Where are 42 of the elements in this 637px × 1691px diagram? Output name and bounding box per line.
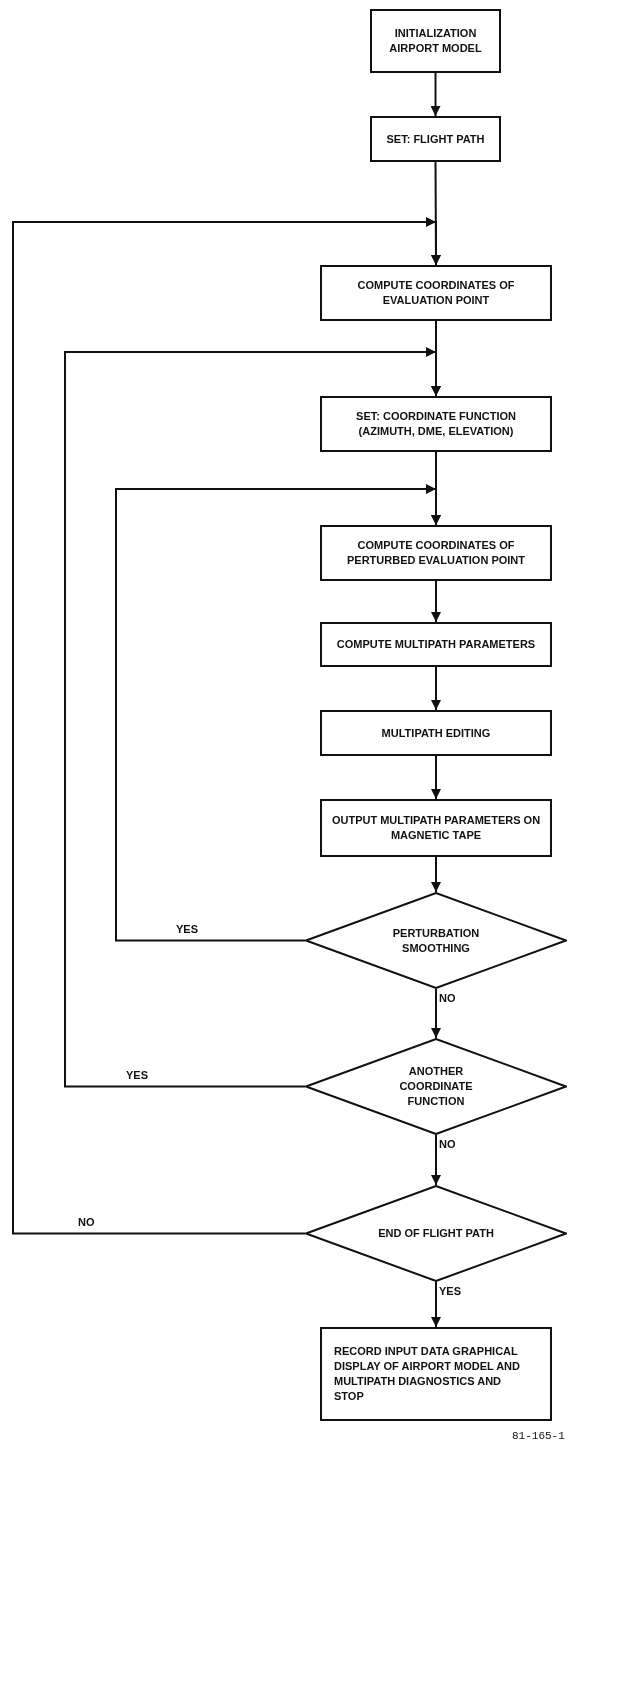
edge-label: YES: [126, 1069, 148, 1081]
arrow: [431, 666, 441, 711]
node-text: ANOTHER COORDINATE FUNCTION: [398, 1064, 474, 1109]
edge-label: YES: [439, 1285, 461, 1297]
edge-label: YES: [176, 923, 198, 935]
arrow: [431, 1134, 441, 1186]
process-box: [320, 396, 552, 452]
process-box: [370, 116, 501, 162]
node-text: END OF FLIGHT PATH: [377, 1226, 495, 1241]
process-box: [370, 9, 501, 73]
decision-diamond: [305, 1185, 567, 1282]
node-text: OUTPUT MULTIPATH PARAMETERS ON MAGNETIC TAPE: [330, 813, 542, 843]
node-text: INITIALIZATION AIRPORT MODEL: [388, 26, 483, 56]
arrow: [431, 755, 441, 800]
edge-label: NO: [78, 1216, 95, 1228]
edge-label: NO: [439, 992, 456, 1004]
node-text: SET: COORDINATE FUNCTION (AZIMUTH, DME, ELEVATION): [355, 409, 517, 439]
figure-number: 81-165-1: [512, 1430, 565, 1442]
arrow: [431, 988, 441, 1039]
arrow: [431, 1281, 441, 1328]
decision-diamond: [305, 892, 567, 989]
process-box: [320, 799, 552, 857]
arrow: [115, 484, 441, 942]
node-text: COMPUTE COORDINATES OF PERTURBED EVALUATION POINT: [345, 538, 526, 568]
node-text: COMPUTE MULTIPATH PARAMETERS: [335, 637, 537, 652]
process-box: [320, 710, 552, 756]
node-text: RECORD INPUT DATA GRAPHICAL DISPLAY OF AIRPORT MODEL AND MULTIPATH DIAGNOSTICS AND STOP: [333, 1344, 521, 1404]
node-text: COMPUTE COORDINATES OF EVALUATION POINT: [356, 278, 516, 308]
arrow: [430, 72, 441, 117]
decision-diamond: [305, 1038, 567, 1135]
node-text: PERTURBATION SMOOTHING: [391, 925, 481, 956]
arrow: [64, 347, 441, 1088]
process-box: [320, 622, 552, 667]
arrow: [431, 580, 441, 623]
edge-label: NO: [439, 1138, 456, 1150]
arrow: [12, 217, 441, 1235]
process-box: [320, 525, 552, 581]
process-box: [320, 1327, 552, 1421]
process-box: [320, 265, 552, 321]
arrow: [431, 856, 441, 893]
node-text: SET: FLIGHT PATH: [385, 131, 486, 147]
node-text: MULTIPATH EDITING: [380, 725, 492, 741]
